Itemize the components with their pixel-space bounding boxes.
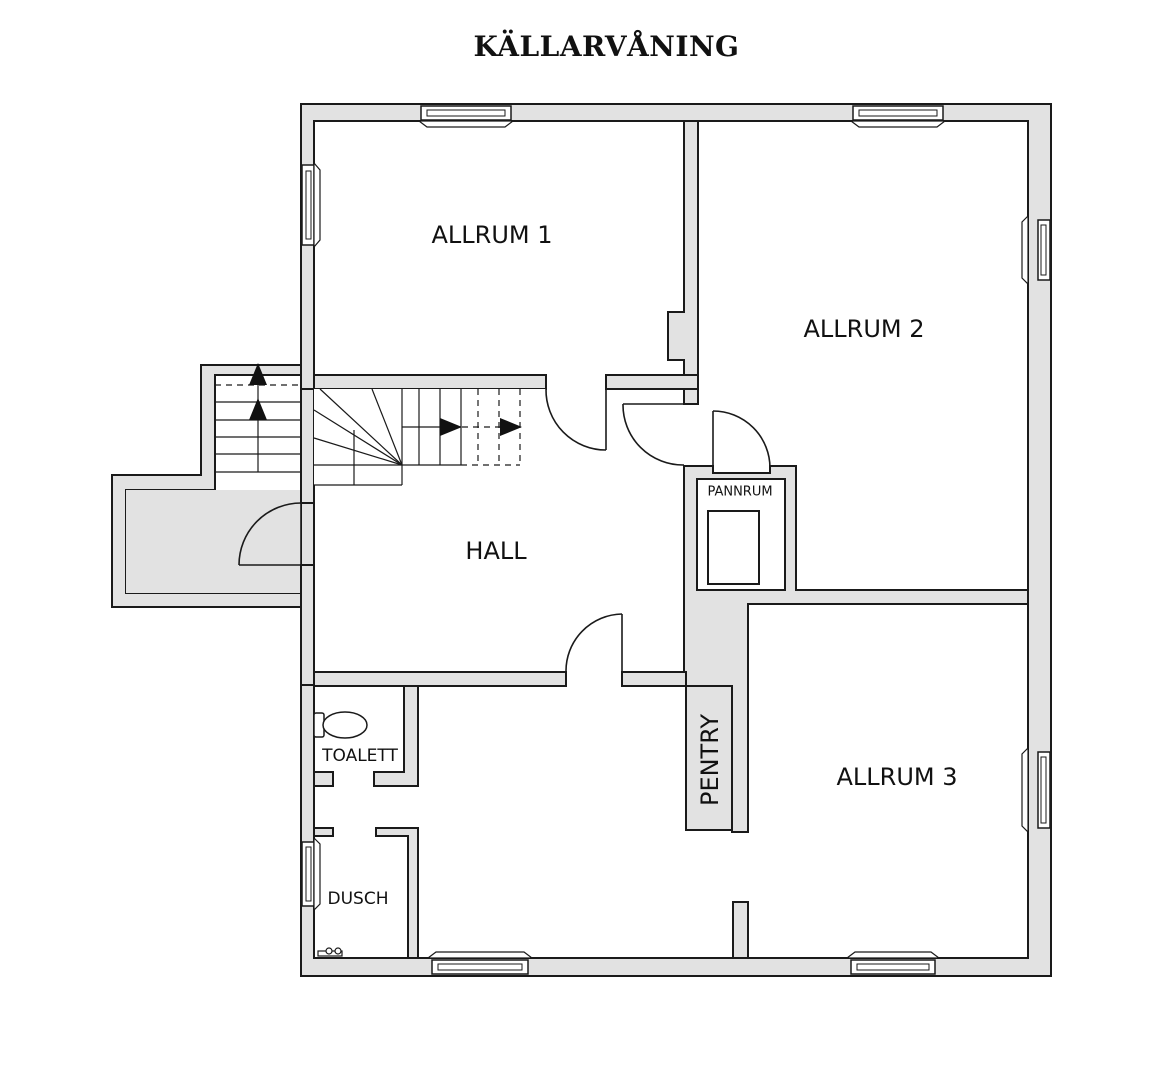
window-bottom-left (426, 951, 534, 975)
entrance-annex (111, 363, 302, 608)
door-lower-hall (565, 613, 623, 673)
interior-walls (300, 120, 1029, 959)
window-bottom-right (845, 951, 941, 975)
pentry-counter (685, 685, 733, 831)
door-allrum1 (545, 388, 607, 451)
door-pannrum (712, 410, 771, 473)
exterior-stairs (215, 363, 301, 473)
window-right-lower (1021, 746, 1051, 834)
window-top-left (417, 105, 515, 128)
room-label-pentry: PENTRY (696, 713, 724, 807)
entrance-door (238, 502, 302, 566)
toilet-icon (313, 711, 368, 739)
room-label-hall: HALL (465, 537, 527, 565)
room-label-pannrum: PANNRUM (707, 484, 773, 500)
room-label-toalett: TOALETT (322, 746, 398, 766)
windows (301, 105, 1051, 975)
window-left-upper (301, 161, 321, 249)
room-label-allrum2: ALLRUM 2 (803, 315, 925, 343)
window-left-lower (301, 836, 321, 912)
floor-title: KÄLLARVÅNING (473, 30, 740, 63)
room-label-dusch: DUSCH (327, 889, 389, 909)
window-top-right (849, 105, 947, 128)
door-allrum2 (622, 403, 685, 466)
window-right-upper (1021, 214, 1051, 286)
shower-mixer-icon (317, 947, 343, 957)
interior-stairs (313, 388, 546, 486)
boiler-unit (707, 510, 760, 585)
room-label-allrum1: ALLRUM 1 (431, 221, 553, 249)
room-label-allrum3: ALLRUM 3 (836, 763, 958, 791)
